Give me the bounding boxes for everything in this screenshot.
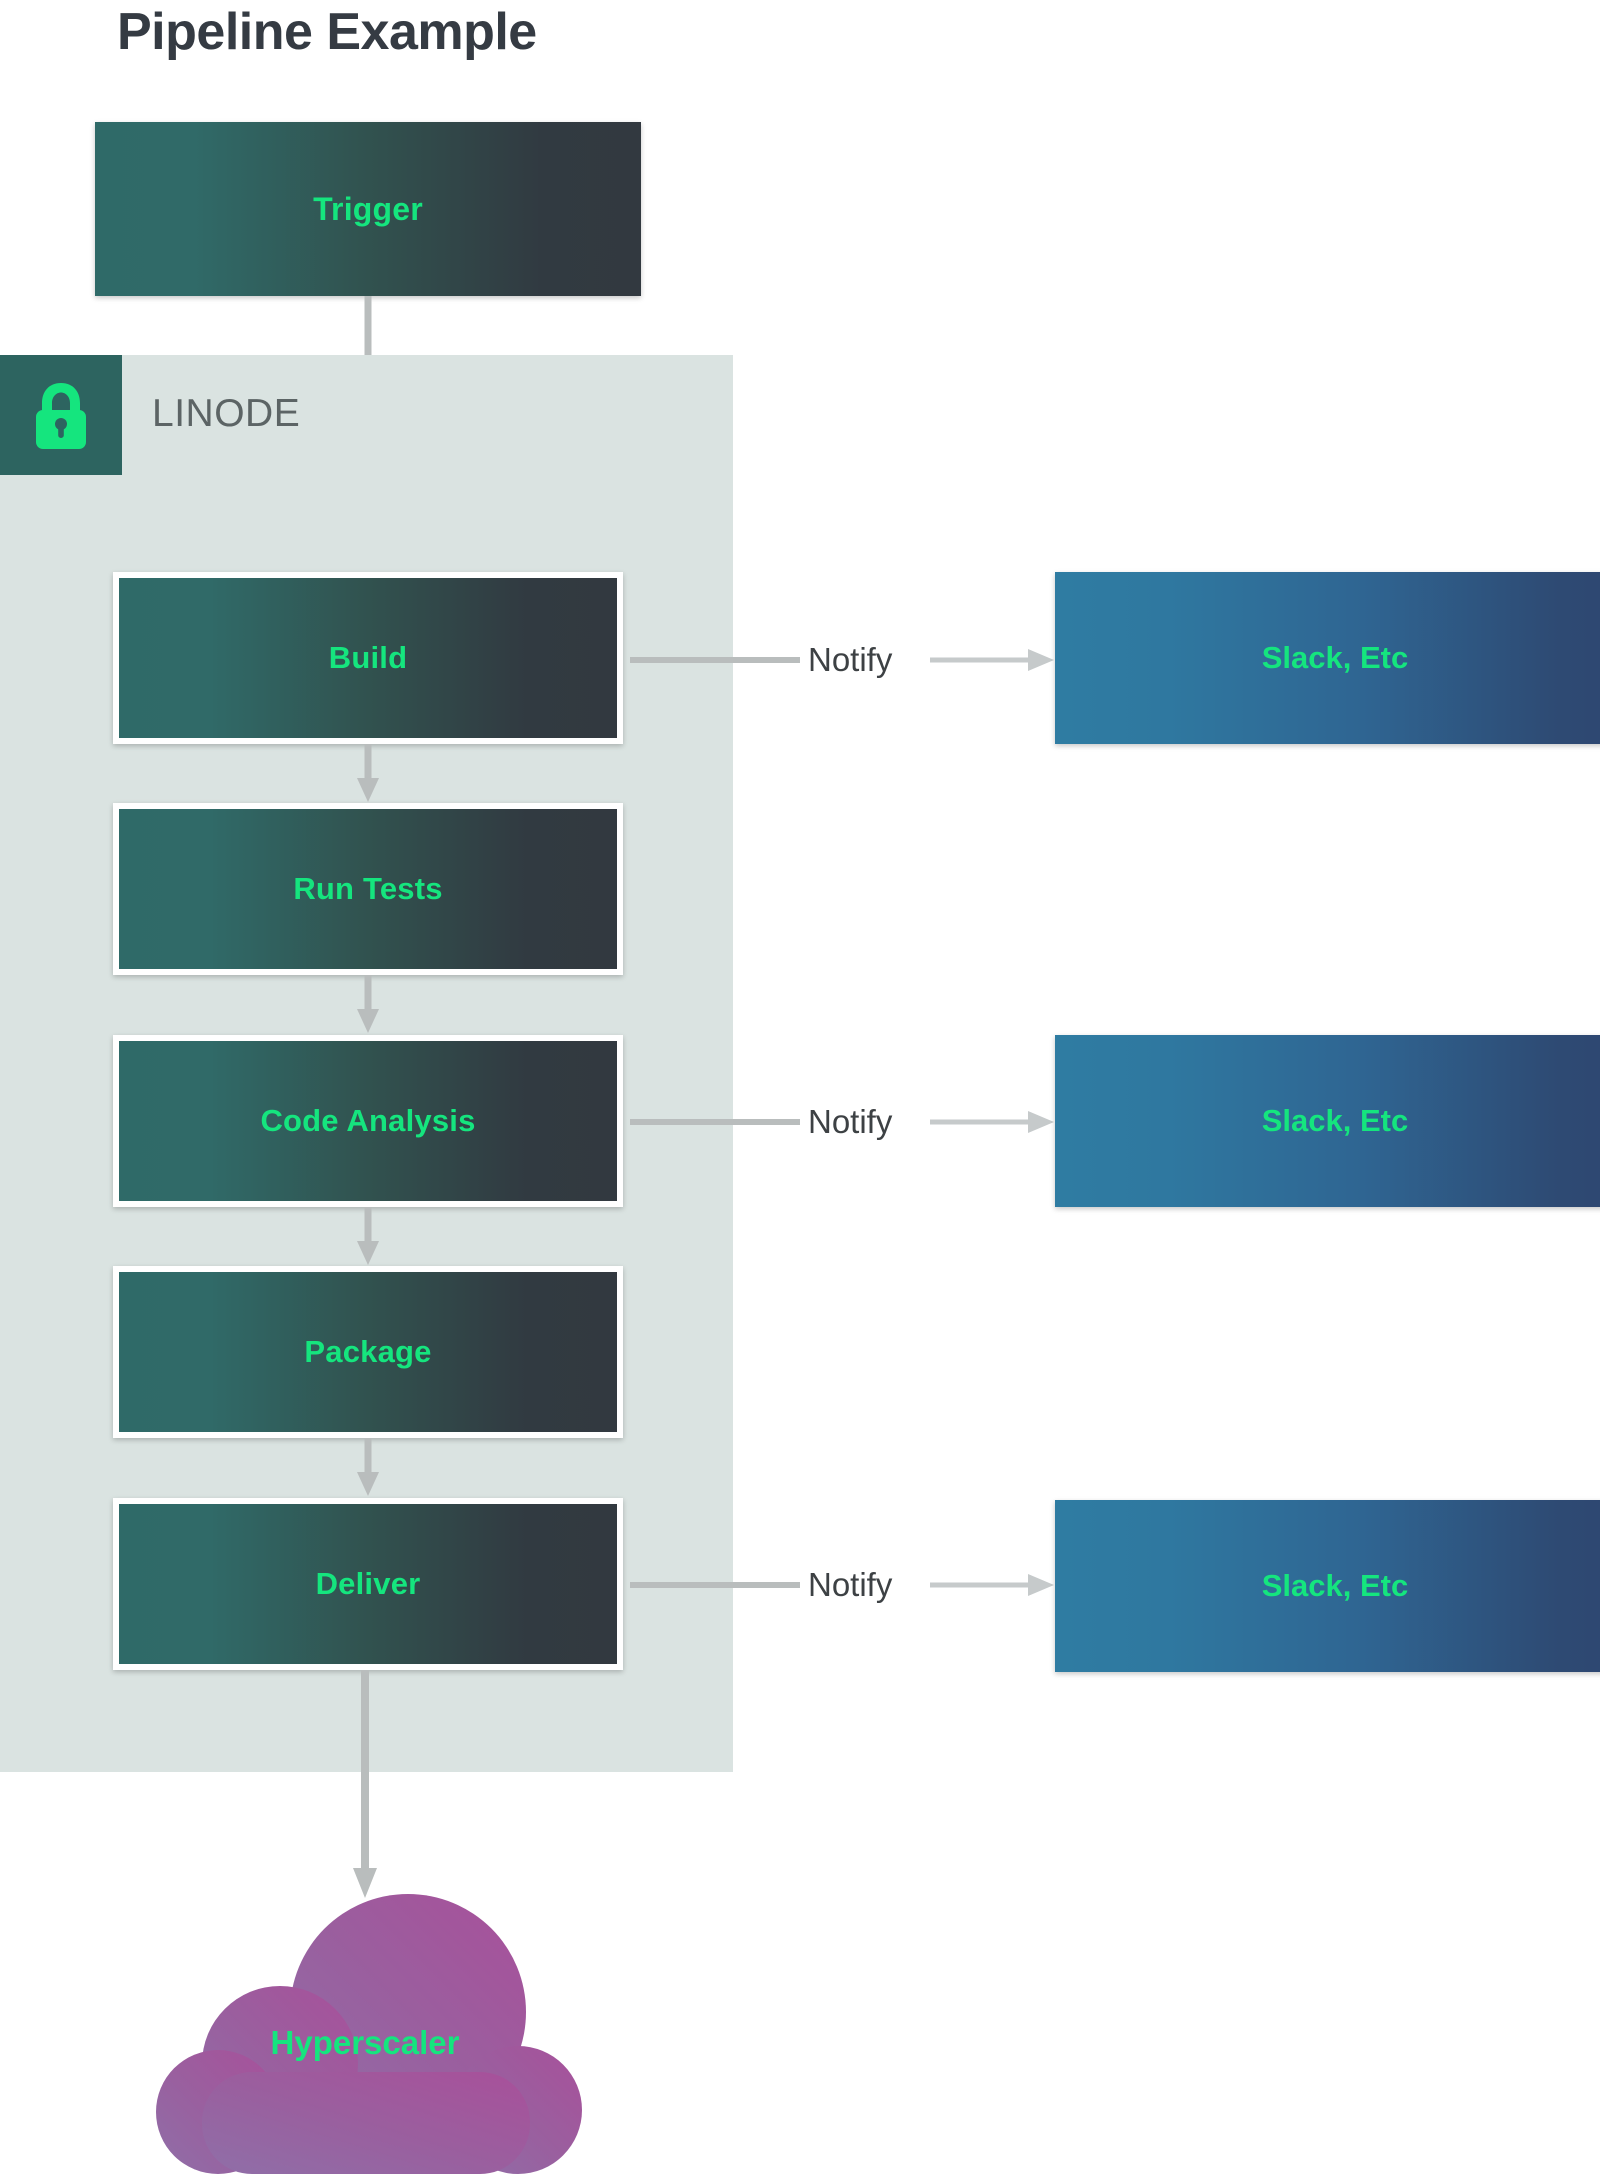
- connector-notify-build: [630, 657, 800, 663]
- sink-label-slack-3: Slack, Etc: [1261, 1568, 1409, 1603]
- stage-label-run-tests: Run Tests: [293, 871, 443, 906]
- stage-label-code-analysis: Code Analysis: [260, 1103, 476, 1138]
- sink-label-slack-2: Slack, Etc: [1261, 1103, 1409, 1138]
- stage-label-package: Package: [304, 1334, 432, 1369]
- stage-label-deliver: Deliver: [315, 1566, 421, 1601]
- arrow-run-tests-to-code-analysis: [357, 975, 379, 1033]
- stage-box-code-analysis[interactable]: Code Analysis: [113, 1035, 623, 1207]
- sink-box-slack-1[interactable]: Slack, Etc: [1055, 572, 1600, 744]
- notify-label-build: Notify: [808, 641, 893, 678]
- sink-box-slack-2[interactable]: Slack, Etc: [1055, 1035, 1600, 1207]
- connector-notify-code-analysis: [630, 1119, 800, 1125]
- notify-label-deliver: Notify: [808, 1566, 893, 1603]
- stage-box-run-tests[interactable]: Run Tests: [113, 803, 623, 975]
- stage-box-package[interactable]: Package: [113, 1266, 623, 1438]
- zone-badge: [0, 355, 122, 475]
- connector-notify-deliver: [630, 1582, 800, 1588]
- arrow-notify-deliver-to-slack: [930, 1574, 1054, 1596]
- arrow-package-to-deliver: [357, 1438, 379, 1496]
- stage-box-build[interactable]: Build: [113, 572, 623, 744]
- stage-box-trigger[interactable]: Trigger: [95, 122, 641, 296]
- stage-box-deliver[interactable]: Deliver: [113, 1498, 623, 1670]
- cloud-hyperscaler[interactable]: Hyperscaler: [140, 1894, 590, 2177]
- notify-label-code-analysis: Notify: [808, 1103, 893, 1140]
- sink-label-slack-1: Slack, Etc: [1261, 640, 1409, 675]
- arrow-deliver-to-hyperscaler: [353, 1670, 377, 1898]
- stage-label-build: Build: [328, 640, 408, 675]
- sink-box-slack-3[interactable]: Slack, Etc: [1055, 1500, 1600, 1672]
- arrow-notify-build-to-slack: [930, 649, 1054, 671]
- cloud-shape-icon: [156, 1894, 582, 2174]
- zone-label: LINODE: [152, 392, 301, 435]
- page-title: Pipeline Example: [117, 3, 537, 61]
- arrow-build-to-run-tests: [357, 744, 379, 802]
- lock-icon: [36, 383, 86, 449]
- arrow-code-analysis-to-package: [357, 1207, 379, 1265]
- arrow-notify-code-analysis-to-slack: [930, 1111, 1054, 1133]
- cloud-label-hyperscaler: Hyperscaler: [270, 2024, 460, 2061]
- stage-label-trigger: Trigger: [313, 190, 423, 227]
